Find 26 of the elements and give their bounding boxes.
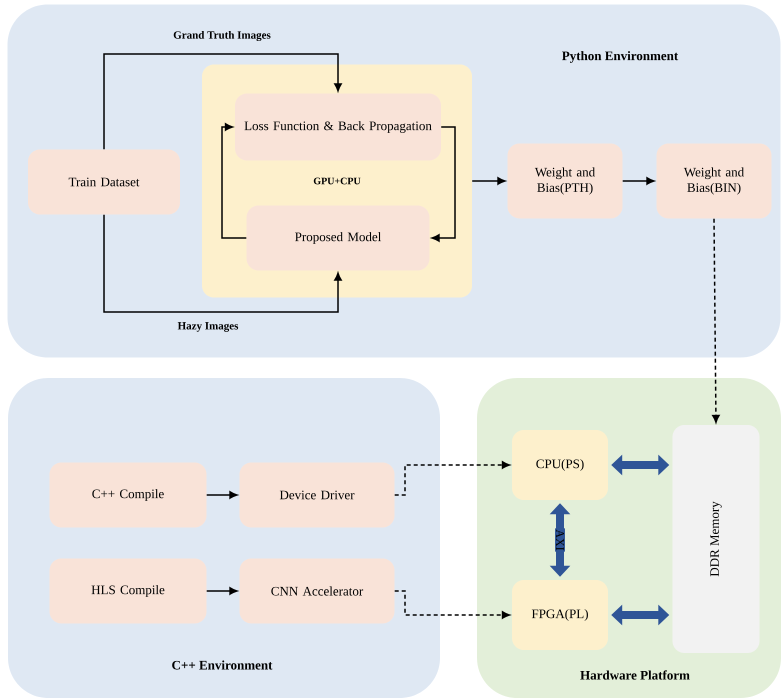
process-box: Weight and Bias(BIN) [656,144,772,218]
arrow [432,126,456,242]
edge-label: Hazy Images [176,321,240,333]
edge-label: Grand Truth Images [172,30,272,42]
bus-label: AXI [555,528,565,552]
process-box: Device Driver [240,462,394,528]
process-box: C++ Compile [50,462,206,528]
process-box: Weight and Bias(PTH) [508,144,622,218]
arrow [221,123,246,239]
memory-box: DDR Memory [672,425,760,653]
hardware-box: FPGA(PL) [512,580,608,650]
process-box: Train Dataset [28,150,180,214]
dashed-arrow [394,461,510,496]
process-box: CNN Accelerator [240,558,394,624]
arrow [206,491,238,499]
arrow [103,53,342,150]
arrow [103,214,342,313]
arrow [206,587,238,595]
process-box: Loss Function & Back Propagation [235,94,441,160]
process-box: Proposed Model [246,206,430,270]
arrow [472,177,506,185]
hardware-box: CPU(PS) [512,430,608,500]
dashed-arrow [712,218,720,423]
process-box: HLS Compile [50,558,206,624]
arrow [622,177,654,185]
dashed-arrow [394,590,510,619]
